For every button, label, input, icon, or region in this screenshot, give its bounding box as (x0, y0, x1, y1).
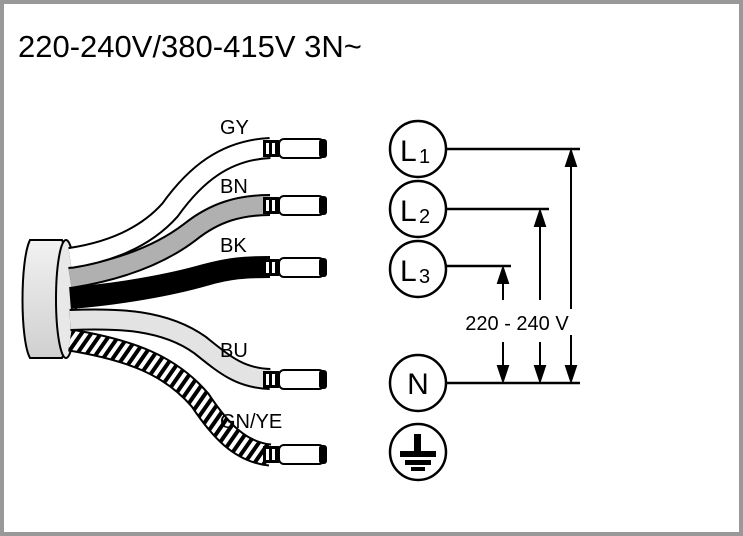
terminal-l2: L 2 (388, 179, 448, 239)
svg-text:L: L (400, 135, 417, 168)
wire-bu (69, 308, 271, 390)
voltage-label-bg (449, 309, 586, 335)
supply-voltage-title: 220-240V/380-415V 3N~ (18, 29, 362, 64)
wire-label-gy: GY (220, 117, 249, 139)
ferrule-gy (263, 138, 327, 159)
wire-label-gnye: GN/YE (220, 411, 282, 433)
wire-label-bk: BK (220, 235, 247, 257)
wire-gy (68, 137, 271, 269)
terminal-n: N (388, 353, 448, 413)
svg-text:L: L (400, 255, 417, 288)
wire-gnye (68, 328, 272, 467)
svg-text:1: 1 (419, 146, 430, 168)
ferrule-bn (263, 195, 327, 216)
ferrule-bk (263, 257, 327, 278)
svg-text:3: 3 (419, 266, 430, 288)
terminal-pe (388, 422, 448, 482)
svg-text:N: N (407, 368, 429, 401)
ferrule-bu (263, 369, 327, 390)
wire-label-bn: BN (220, 176, 248, 198)
voltage-lines (446, 147, 580, 385)
ground-icon (400, 434, 436, 471)
voltage-label: 220 - 240 V (465, 313, 569, 335)
terminal-l1: L 1 (388, 119, 448, 179)
svg-text:2: 2 (419, 206, 430, 228)
cable-sheath (21, 239, 77, 359)
svg-text:L: L (400, 195, 417, 228)
wire-label-bu: BU (220, 340, 248, 362)
wire-bk (69, 256, 271, 309)
wire-bn (68, 194, 271, 289)
ferrule-gnye (263, 444, 327, 465)
terminal-l3: L 3 (388, 239, 448, 299)
